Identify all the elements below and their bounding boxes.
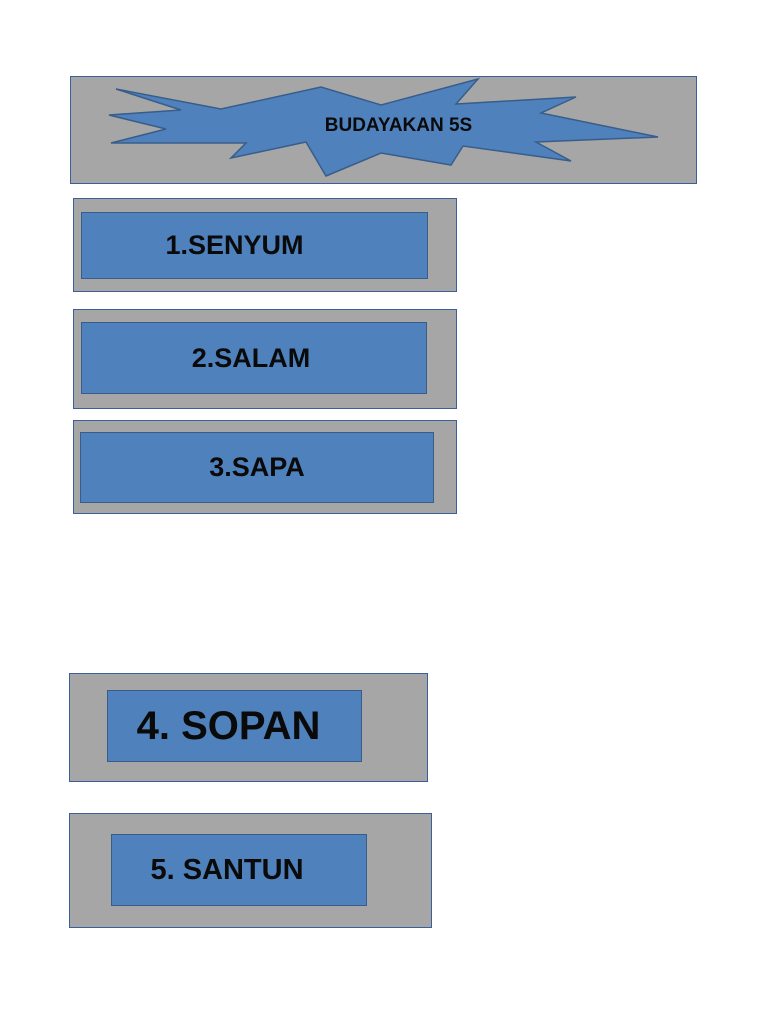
item-card-sapa: 3.SAPA (73, 420, 457, 514)
item-card-santun: 5. SANTUN (69, 813, 432, 928)
item-label-sopan: 4. SOPAN (107, 690, 362, 762)
item-card-senyum: 1.SENYUM (73, 198, 457, 292)
item-label-salam: 2.SALAM (81, 322, 427, 394)
item-label-senyum: 1.SENYUM (81, 212, 428, 279)
item-card-salam: 2.SALAM (73, 309, 457, 409)
item-label-sapa: 3.SAPA (80, 432, 434, 503)
explosion-star-icon (108, 77, 659, 177)
item-label-santun: 5. SANTUN (111, 834, 367, 906)
title-banner: BUDAYAKAN 5S (70, 76, 697, 184)
item-card-sopan: 4. SOPAN (69, 673, 428, 782)
banner-title: BUDAYAKAN 5S (324, 115, 473, 136)
